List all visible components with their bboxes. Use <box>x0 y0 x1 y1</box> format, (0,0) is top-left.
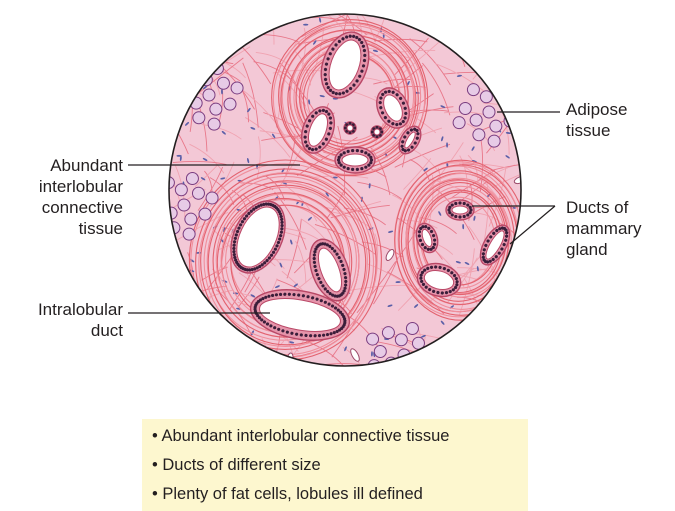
summary-item: • Ducts of different size <box>152 455 321 475</box>
summary-item: • Abundant interlobular connective tissu… <box>152 426 449 446</box>
summary-box: • Abundant interlobular connective tissu… <box>142 419 528 511</box>
summary-item: • Plenty of fat cells, lobules ill defin… <box>152 484 423 504</box>
